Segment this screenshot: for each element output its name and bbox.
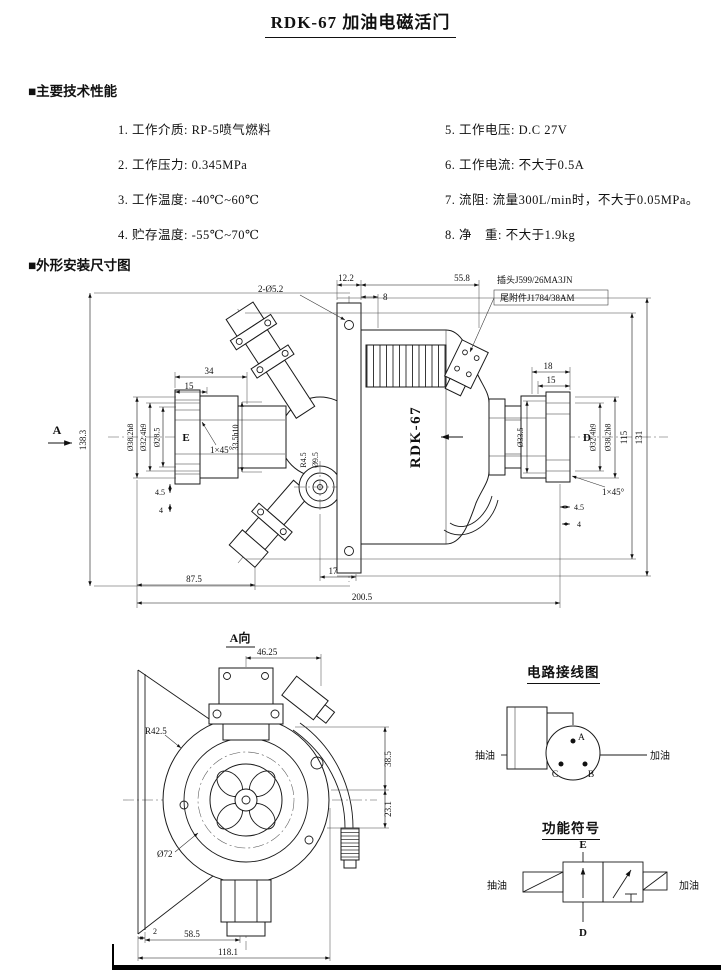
dim-plate-offset: 12.2 — [338, 273, 354, 283]
dim-step-45-left: 4.5 — [155, 488, 165, 497]
symbol-port-e-label: E — [579, 839, 586, 851]
dim-flange-18-right: 18 — [544, 361, 554, 371]
dim-335h10: 33.5h10 — [231, 425, 240, 451]
dim-231: 23.1 — [383, 801, 393, 817]
circuit-pump-out-label: 抽油 — [475, 749, 495, 762]
dim-2: 2 — [153, 927, 157, 936]
manual-lever — [292, 722, 360, 869]
valve-symbol — [522, 852, 668, 922]
function-symbol-svg: E D 抽油 加油 — [487, 839, 699, 939]
page-title: RDK-67 加油电磁活门 — [0, 8, 721, 38]
dim-flange-15-right: 15 — [547, 375, 557, 385]
port-e-label: E — [182, 432, 189, 444]
port-d-label: D — [583, 432, 591, 444]
pin-a-label: A — [578, 733, 585, 743]
dim-585: 58.5 — [184, 929, 200, 939]
dimension-lines — [48, 280, 651, 608]
dim-solenoid-length: 55.8 — [454, 273, 470, 283]
dim-17: 17 — [329, 566, 339, 576]
dim-step-4-left: 4 — [159, 506, 163, 515]
angled-plug — [281, 675, 336, 724]
dim-flange-15-left: 15 — [185, 381, 195, 391]
view-a-body-circles — [162, 716, 330, 884]
valve-model-label: RDK-67 — [408, 406, 424, 468]
symbol-refuel-label: 加油 — [679, 879, 699, 892]
dim-385: 38.5 — [383, 751, 393, 767]
dim-bore-382-right: Ø38.2h8 — [604, 424, 613, 452]
spec-item-8: 8. 净 重: 不大于1.9kg — [445, 228, 576, 242]
mounting-flange-edge — [137, 669, 216, 935]
dim-bore-335-right: Ø33.5 — [516, 428, 525, 448]
bottom-hex-fitting — [220, 879, 272, 937]
section-arrow-label: A — [53, 423, 62, 437]
dim-d72: Ø72 — [157, 849, 173, 859]
spec-item-4: 4. 贮存温度: -55℃~70℃ — [118, 228, 260, 242]
spec-item-1: 1. 工作介质: RP-5喷气燃料 — [118, 123, 272, 137]
top-connector-stack — [208, 667, 284, 741]
specs-header: ■主要技术性能 — [28, 84, 118, 99]
main-drawing-svg: 12.2 55.8 8 2-Ø5.2 插头J599/26MA3JN 尾附件J17… — [48, 273, 668, 608]
mount-holes-callout: 2-Ø5.2 — [258, 284, 283, 294]
dim-bore-324-right: Ø32.4h9 — [589, 424, 598, 452]
spec-item-2: 2. 工作压力: 0.345MPa — [118, 158, 248, 172]
spec-item-7: 7. 流阻: 流量300L/min时，不大于0.05MPa。 — [445, 193, 699, 207]
view-a-title: A向 — [230, 630, 251, 645]
circuit-diagram-svg: 抽油 加油 A C B — [475, 706, 670, 781]
dim-r45: R4.5 — [299, 452, 308, 467]
dim-r425: R42.5 — [145, 726, 167, 736]
pin-b-label: B — [588, 770, 594, 780]
dims-header: ■外形安装尺寸图 — [28, 258, 131, 273]
dim-flange-34: 34 — [205, 366, 215, 376]
symbol-port-d-label: D — [579, 927, 587, 939]
page-title-text: RDK-67 加油电磁活门 — [264, 8, 457, 38]
spec-item-5: 5. 工作电压: D.C 27V — [445, 123, 568, 137]
dim-d95: Ø9.5 — [311, 452, 320, 468]
dim-overall-height: 138.3 — [78, 429, 88, 450]
view-a-svg: A向 46.25 R42.5 Ø72 38.5 23.1 2 58.5 118.… — [123, 630, 393, 961]
port-d-tail-assembly — [443, 391, 571, 536]
dim-step-45-right: 4.5 — [574, 503, 584, 512]
drain-hose — [449, 495, 493, 528]
sheet-border-corner — [112, 944, 114, 965]
dim-overall-length: 200.5 — [352, 592, 373, 602]
circuit-refuel-label: 加油 — [650, 749, 670, 762]
view-a-dimensions — [137, 646, 389, 961]
circuit-title: 电路接线图 — [527, 661, 600, 684]
circuit-wiring — [501, 706, 647, 781]
mounting-plate — [336, 302, 362, 574]
sheet-border-bottom — [112, 965, 721, 970]
dim-eight: 8 — [383, 292, 388, 302]
electrical-plug-connector — [443, 339, 489, 397]
dim-1181: 118.1 — [218, 947, 238, 957]
chamfer-left: 1×45° — [210, 445, 233, 455]
dim-bore-324-left: Ø32.4h9 — [139, 424, 148, 452]
spec-item-6: 6. 工作电流: 不大于0.5A — [445, 158, 585, 172]
dim-131: 131 — [634, 431, 644, 445]
dim-115: 115 — [619, 430, 629, 444]
symbol-pump-out-label: 抽油 — [487, 879, 507, 892]
pin-c-label: C — [552, 770, 558, 780]
lever-knob — [340, 827, 360, 861]
tail-callout: 尾附件J1784/38AM — [500, 292, 575, 303]
dim-step-4-right: 4 — [577, 520, 581, 529]
spec-item-3: 3. 工作温度: -40℃~60℃ — [118, 193, 260, 207]
chamfer-right: 1×45° — [602, 487, 625, 497]
port-e-flange — [174, 389, 287, 485]
bottom-boss — [294, 461, 346, 513]
upper-left-branch-port — [225, 301, 316, 419]
dim-bore-382-left: Ø38.2h8 — [126, 424, 135, 452]
dim-4625: 46.25 — [257, 647, 278, 657]
dim-bore-285: Ø28.5 — [153, 428, 162, 448]
plug-callout: 插头J599/26MA3JN — [497, 274, 573, 285]
dim-875: 87.5 — [186, 574, 202, 584]
symbol-title: 功能符号 — [542, 817, 600, 840]
